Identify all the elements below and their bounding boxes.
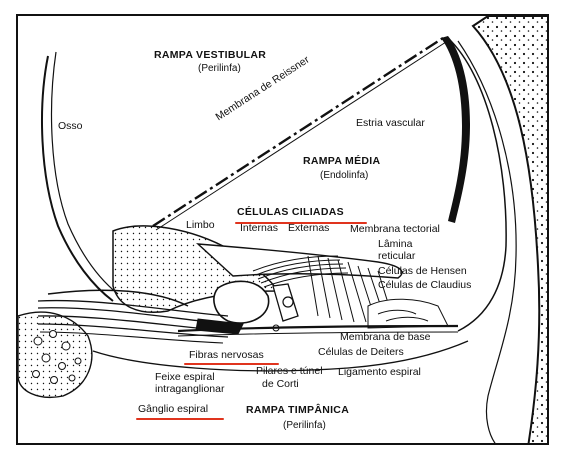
label-externas: Externas <box>288 223 329 234</box>
label-rampa-vestibular: RAMPA VESTIBULAR <box>154 50 266 61</box>
label-feixe-espiral: Feixe espiral <box>155 372 215 383</box>
label-lamina: Lâmina <box>378 239 412 250</box>
label-perilinfa-bottom: (Perilinfa) <box>283 421 326 432</box>
label-perilinfa-top: (Perilinfa) <box>198 64 241 75</box>
label-rampa-media: RAMPA MÉDIA <box>303 156 380 167</box>
label-limbo: Limbo <box>186 220 215 231</box>
spiral-ganglion <box>18 312 92 397</box>
label-celulas-hensen: Células de Hensen <box>378 266 467 277</box>
label-rampa-timpanica: RAMPA TIMPÂNICA <box>246 405 349 416</box>
label-fibras-nervosas: Fibras nervosas <box>189 350 264 361</box>
label-intraganglionar: intraganglionar <box>155 384 224 395</box>
label-celulas-deiters: Células de Deiters <box>318 347 404 358</box>
label-ligamento-espiral: Ligamento espiral <box>338 367 421 378</box>
label-ganglio-espiral: Gânglio espiral <box>138 404 208 415</box>
label-endolinfa: (Endolinfa) <box>320 171 368 182</box>
label-pilares: Pilares e túnel <box>256 366 323 377</box>
label-membrana-base: Membrana de base <box>340 332 430 343</box>
label-estria-vascular: Estria vascular <box>356 118 425 129</box>
label-internas: Internas <box>240 223 278 234</box>
underline-ganglio-espiral <box>136 418 224 420</box>
label-de-corti: de Corti <box>262 379 299 390</box>
label-celulas-ciliadas: CÉLULAS CILIADAS <box>237 207 344 218</box>
label-osso: Osso <box>58 121 83 132</box>
label-membrana-tectorial: Membrana tectorial <box>350 224 440 235</box>
stria-vascularis <box>441 36 470 223</box>
bone-wall-left <box>42 52 118 301</box>
diagram-frame: RAMPA VESTIBULAR (Perilinfa) Osso Membra… <box>16 14 549 445</box>
label-celulas-claudius: Células de Claudius <box>378 280 471 291</box>
hensen-claudius-cells <box>368 299 448 328</box>
tectorial-membrane <box>198 244 402 278</box>
label-reticular: reticular <box>378 251 415 262</box>
